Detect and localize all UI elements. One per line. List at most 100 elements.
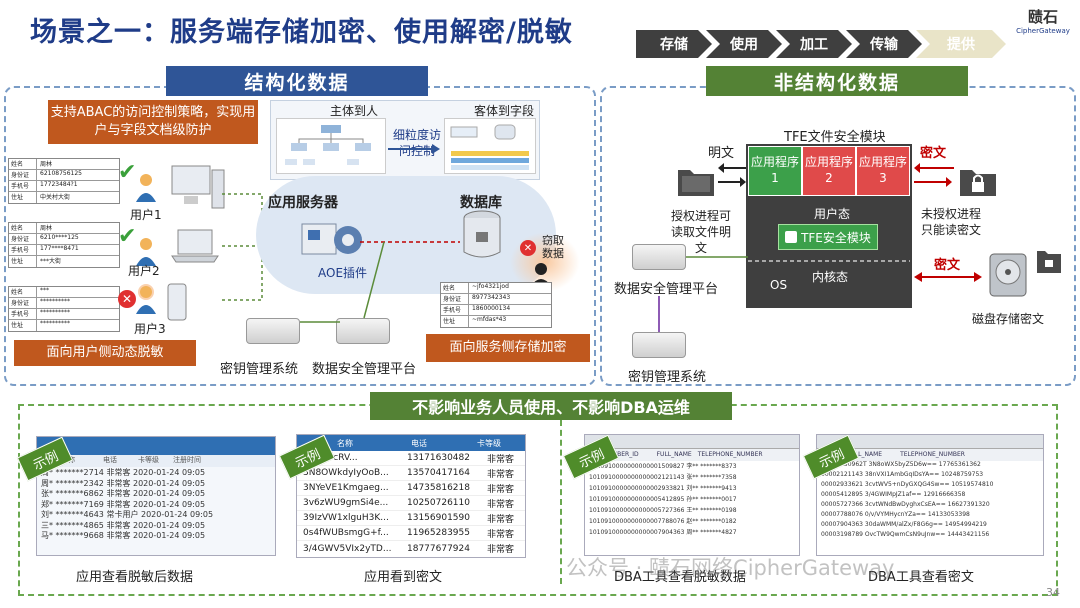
disk-cipher-arrow-label: 密文 bbox=[934, 258, 961, 273]
page-title: 场景之一：服务端存储加密、使用解密/脱敏 bbox=[30, 17, 573, 48]
unstructured-keymgmt-label: 密钥管理系统 bbox=[628, 370, 707, 385]
table-row: 00002933621 3cvtWV5+nDyGXQG4Sw== 1051957… bbox=[821, 481, 994, 488]
kernel-mode-label: 内核态 bbox=[812, 270, 849, 284]
kernel-divider bbox=[748, 260, 910, 262]
table-row: 00005727366 3cvtWNdBwDyghxCsEA== 1662739… bbox=[821, 501, 990, 508]
table-row: 周* *******2342 非常客 2020-01-24 09:05 bbox=[41, 478, 206, 488]
user1-label: 用户1 bbox=[130, 208, 162, 222]
structured-heading: 结构化数据 bbox=[166, 66, 428, 96]
app-program-2: 应用程序2 bbox=[802, 146, 856, 196]
subject-to-person-label: 主体到人 bbox=[330, 104, 379, 118]
table-row: 00007788076 0/v/VYMHycnYZa== 14133053398 bbox=[821, 511, 970, 518]
fine-grained-arrow bbox=[388, 144, 440, 154]
caption-dba-cipher: DBA工具查看密文 bbox=[868, 570, 974, 585]
table-row: 1010910000000000007904363 周** *******482… bbox=[589, 529, 737, 536]
database-icon bbox=[463, 210, 501, 258]
table-row: 00005412895 3/4GWIMpJZ1af== 12916666358 bbox=[821, 491, 966, 498]
unstructured-heading: 非结构化数据 bbox=[706, 66, 968, 96]
tfe-title: TFE文件安全模块 bbox=[784, 130, 886, 145]
watermark: 公众号 · 赜石网络CipherGateway bbox=[566, 556, 895, 580]
table-row: 1010910000000000002933821 刘** *******941… bbox=[589, 485, 737, 492]
table-row: 1010910000000000001509827 李** *******837… bbox=[589, 463, 737, 470]
deny-icon: ✕ bbox=[118, 290, 136, 308]
user3-table: 姓名*** 身份证********** 手机号********** 住址****… bbox=[8, 286, 120, 332]
tfe-security-module: TFE安全模块 bbox=[778, 224, 878, 250]
lock-folder-icon bbox=[1037, 251, 1061, 273]
key-mgmt-appliance bbox=[632, 332, 686, 358]
table-row: 张* *******6862 非常客 2020-01-24 09:05 bbox=[41, 489, 206, 498]
user-icon bbox=[136, 284, 156, 314]
table-row: 周* *******2714 非常客 2020-01-24 09:05 bbox=[41, 468, 206, 477]
unauthorized-label: 未授权进程只能读密文 bbox=[920, 207, 981, 238]
dba-masked-screenshot: MEMBER_ID FULL_NAME TELEPHONE_NUMBER 101… bbox=[584, 434, 800, 556]
table-row: 1010910000000000002121143 张** *******735… bbox=[589, 474, 737, 481]
plaintext-label: 明文 bbox=[708, 146, 735, 161]
plaintext-arrows bbox=[718, 163, 746, 187]
page-number: 34 bbox=[1046, 586, 1060, 599]
aoe-plugin-label: AOE插件 bbox=[318, 266, 368, 280]
user-side-masking-box: 面向用户侧动态脱敏 bbox=[14, 340, 196, 366]
steal-data-label: 窃取数据 bbox=[542, 234, 564, 261]
table-row: 00002121143 38nVXI1AmbGqIDsYA== 10248759… bbox=[821, 471, 984, 478]
caption-masked-app: 应用查看脱敏后数据 bbox=[76, 570, 194, 585]
flow-step-use: 使用 bbox=[706, 30, 782, 58]
org-chart-thumbnail bbox=[276, 118, 386, 174]
fine-grained-label: 细粒度访问控制 bbox=[392, 128, 441, 158]
ciphertext-label: 密文 bbox=[920, 146, 947, 161]
app-program-1: 应用程序1 bbox=[748, 146, 802, 196]
table-row: 00007904363 30daWMM/alZx/F8G6g== 1495499… bbox=[821, 521, 987, 528]
check-icon: ✔ bbox=[118, 224, 137, 249]
caption-dba-masked: DBA工具查看脱敏数据 bbox=[614, 570, 746, 585]
object-to-field-label: 客体到字段 bbox=[474, 104, 535, 118]
platform-keymgmt-link bbox=[658, 296, 660, 332]
app-program-3: 应用程序3 bbox=[856, 146, 910, 196]
table-row: 郑* *******7169 非常客 2020-01-24 09:05 bbox=[41, 499, 206, 509]
key-mgmt-appliance bbox=[246, 318, 300, 344]
user2-label: 用户2 bbox=[128, 264, 160, 278]
user-mode-label: 用户态 bbox=[814, 207, 851, 221]
caption-cipher-app: 应用看到密文 bbox=[364, 570, 443, 585]
folder-icon bbox=[678, 170, 714, 196]
table-row: 刘* *******4643 常卡用户 2020-01-24 09:05 bbox=[41, 510, 214, 519]
disk-icon bbox=[989, 253, 1027, 297]
flow-step-transfer: 传输 bbox=[846, 30, 922, 58]
lock-folder-icon bbox=[960, 170, 996, 196]
bottom-divider bbox=[560, 420, 562, 584]
key-mgmt-label: 密钥管理系统 bbox=[220, 362, 299, 377]
data-sec-appliance bbox=[632, 244, 686, 270]
desktop-icon bbox=[171, 165, 225, 209]
flow-step-provide: 提供 bbox=[916, 30, 1006, 58]
unstructured-platform-label: 数据安全管理平台 bbox=[614, 282, 719, 297]
table-row: 三* *******4865 非常客 2020-01-24 09:05 bbox=[41, 520, 206, 530]
deny-icon: ✕ bbox=[520, 240, 536, 256]
database-label: 数据库 bbox=[460, 195, 502, 211]
logo-cn: 赜石 bbox=[1027, 8, 1058, 26]
logo-en: CipherGateway bbox=[1016, 27, 1070, 35]
table-row: 1010910000000000007788076 赵** *******018… bbox=[589, 518, 737, 525]
bottom-heading: 不影响业务人员使用、不影响DBA运维 bbox=[370, 392, 732, 420]
flow-step-process: 加工 bbox=[776, 30, 852, 58]
abac-note: 支持ABAC的访问控制策略，实现用户与字段文档级防护 bbox=[48, 100, 258, 144]
table-row: 1010910000000000005727366 王** *******019… bbox=[589, 507, 737, 514]
laptop-icon bbox=[171, 229, 219, 263]
flow-step-store: 存储 bbox=[636, 30, 712, 58]
table-row: 00002150962T 3N8oWX5byZ5D6w== 1776536136… bbox=[821, 461, 981, 468]
authorized-label: 授权进程可读取文件明文 bbox=[670, 209, 731, 256]
disk-arrow bbox=[914, 272, 982, 282]
os-label: OS bbox=[770, 278, 788, 292]
masked-app-screenshot: 名称 电话 卡等级 注册时间 周* *******2714 非常客 2020-0… bbox=[36, 436, 276, 556]
data-sec-appliance bbox=[336, 318, 390, 344]
phone-icon bbox=[167, 283, 187, 321]
server-db-link bbox=[360, 241, 460, 243]
user3-label: 用户3 bbox=[134, 322, 166, 336]
ciphertext-arrows bbox=[914, 163, 954, 187]
table-row: 00003198789 OvcTW9QwmCsN9uJnw== 14443421… bbox=[821, 531, 990, 538]
